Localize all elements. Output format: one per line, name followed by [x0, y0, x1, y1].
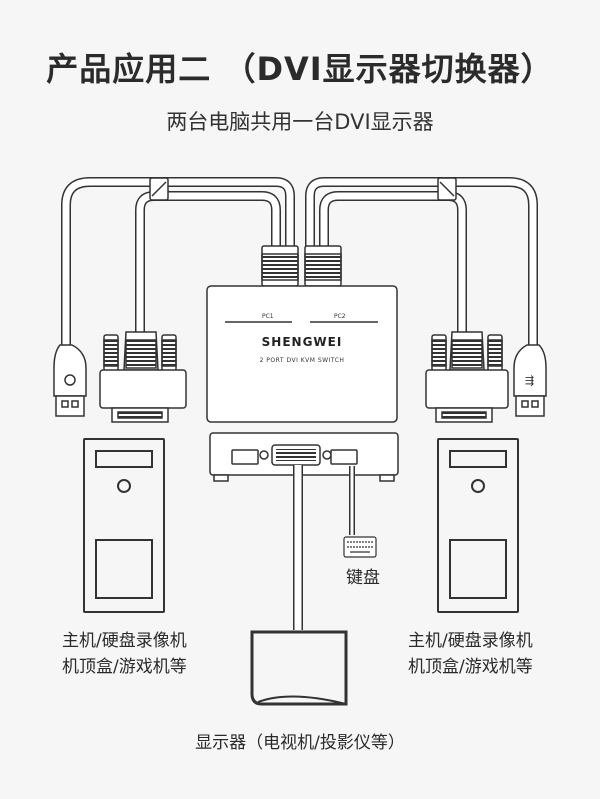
- kvm-switch-rear: [209, 432, 399, 482]
- cable-clip-right: [437, 177, 457, 201]
- dvi-plug-right: [425, 331, 509, 423]
- switch-brand: SHENGWEI: [262, 335, 343, 349]
- dvi-plug-left: [99, 331, 187, 423]
- port1-label: PC1: [262, 313, 274, 320]
- monitor-label: 显示器（电视机/投影仪等）: [195, 733, 405, 753]
- cable-clip-left: [149, 177, 169, 201]
- usb-plug-left: [53, 344, 87, 417]
- computer-tower-right: [437, 438, 519, 613]
- left-device-line1: 主机/硬盘录像机: [62, 631, 187, 651]
- right-device-line1: 主机/硬盘录像机: [408, 631, 533, 651]
- kvm-switch-top: [206, 285, 398, 423]
- left-device-label: 主机/硬盘录像机 机顶盒/游戏机等: [62, 628, 187, 680]
- monitor-icon: [250, 630, 348, 706]
- computer-tower-left: [83, 438, 165, 613]
- switch-input-connectors: [261, 245, 342, 287]
- keyboard-label: 键盘: [346, 568, 380, 588]
- switch-model: 2 PORT DVI KVM SWITCH: [260, 357, 345, 364]
- right-device-label: 主机/硬盘录像机 机顶盒/游戏机等: [408, 628, 533, 680]
- left-device-line2: 机顶盒/游戏机等: [62, 657, 187, 677]
- page-subtitle: 两台电脑共用一台DVI显示器: [166, 110, 434, 134]
- keyboard-icon: [343, 536, 377, 558]
- svg-text:⇶: ⇶: [525, 374, 534, 387]
- port2-label: PC2: [334, 313, 346, 320]
- usb-plug-right: ⇶: [513, 344, 547, 417]
- cable-bundle-left: [61, 177, 295, 345]
- page-title: 产品应用二 （DVI显示器切换器）: [46, 50, 554, 88]
- right-device-line2: 机顶盒/游戏机等: [408, 657, 533, 677]
- cable-bundle-right: [305, 177, 538, 345]
